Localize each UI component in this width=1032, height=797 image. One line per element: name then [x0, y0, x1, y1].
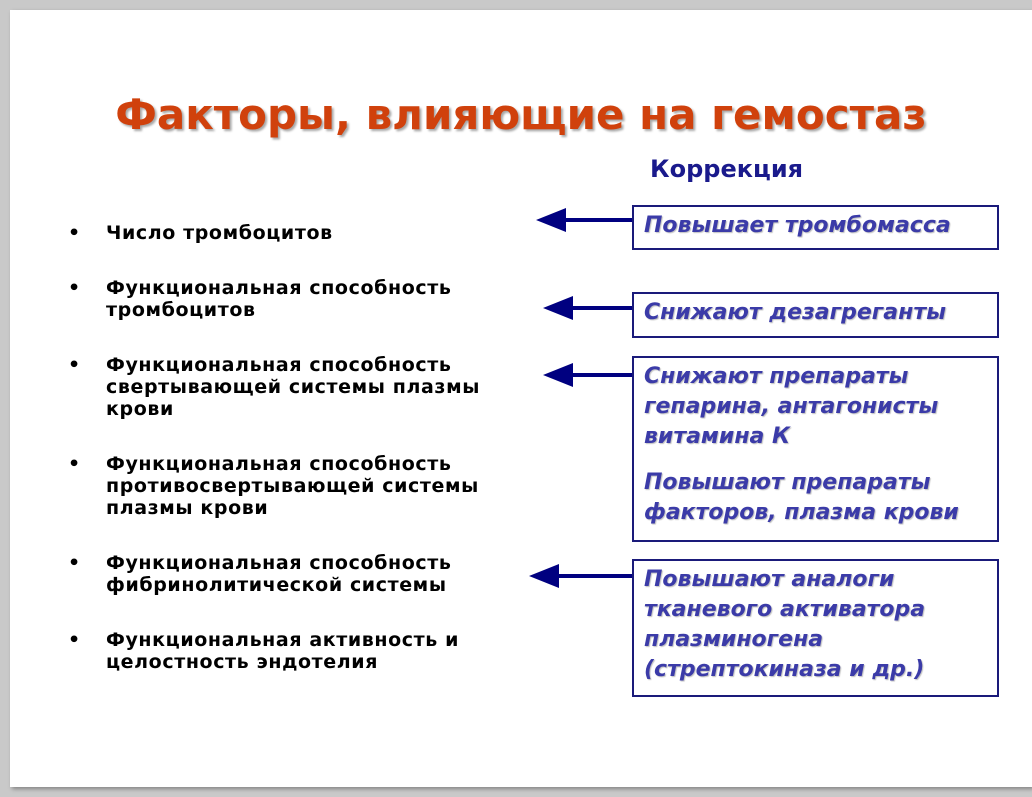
bullet: • — [68, 453, 81, 475]
slide: Факторы, влияющие на гемостаз Коррекция … — [10, 10, 1032, 787]
correction-heading: Коррекция — [650, 155, 804, 183]
arrow-left-icon — [543, 296, 632, 320]
correction-text: Снижают препараты гепарина, антагонисты … — [644, 364, 939, 449]
factor-item: • Функциональная способность противосвер… — [68, 453, 526, 519]
correction-box: Снижают препараты гепарина, антагонисты … — [632, 356, 999, 542]
correction-text: Повышают препараты факторов, плазма кров… — [644, 470, 959, 525]
factor-text: Число тромбоцитов — [106, 222, 333, 244]
factor-text: Функциональная способность противосверты… — [106, 453, 479, 519]
factor-text: Функциональная способность фибринолитиче… — [106, 552, 452, 596]
bullet: • — [68, 552, 81, 574]
bullet: • — [68, 277, 81, 299]
slide-title: Факторы, влияющие на гемостаз — [115, 90, 927, 139]
factor-text: Функциональная активность и целостность … — [106, 629, 460, 673]
correction-box: Повышают аналоги тканевого активатора пл… — [632, 559, 999, 697]
arrow-left-icon — [543, 363, 632, 387]
factor-text: Функциональная способность свертывающей … — [106, 354, 480, 420]
bullet: • — [68, 629, 81, 651]
arrow-left-icon — [529, 564, 632, 588]
correction-text: Снижают дезагреганты — [644, 300, 946, 325]
correction-text: Повышает тромбомасса — [644, 213, 951, 238]
factor-text: Функциональная способность тромбоцитов — [106, 277, 452, 321]
correction-box: Снижают дезагреганты — [632, 292, 999, 338]
factor-item: • Функциональная способность тромбоцитов — [68, 277, 526, 321]
arrow-left-icon — [536, 208, 632, 232]
factor-item: • Функциональная активность и целостност… — [68, 629, 526, 673]
bullet: • — [68, 354, 81, 376]
correction-box: Повышает тромбомасса — [632, 205, 999, 250]
bullet: • — [68, 222, 81, 244]
correction-text: Повышают аналоги тканевого активатора пл… — [644, 567, 926, 682]
factor-item: • Число тромбоцитов — [68, 222, 526, 244]
factor-item: • Функциональная способность фибринолити… — [68, 552, 526, 596]
factor-item: • Функциональная способность свертывающе… — [68, 354, 526, 420]
